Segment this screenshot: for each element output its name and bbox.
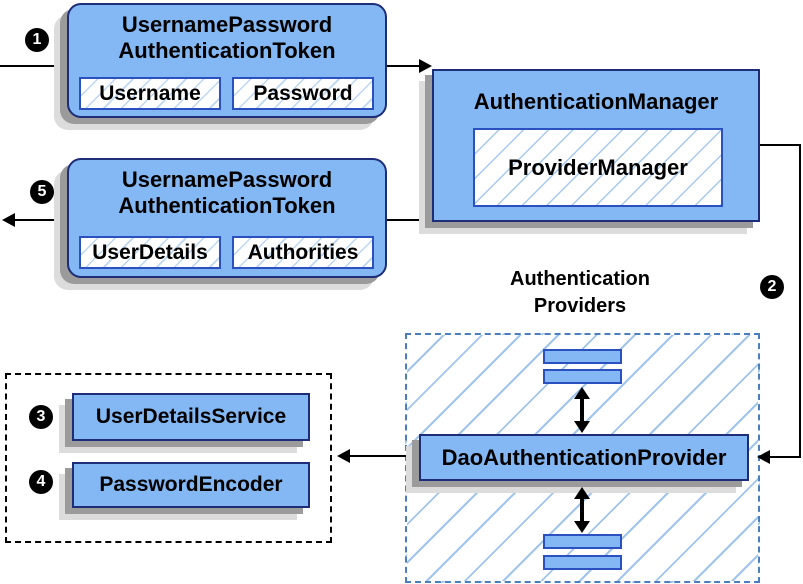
username-password-token-request-box: UsernamePassword AuthenticationToken Use… bbox=[67, 3, 387, 118]
provider-slot-bar bbox=[543, 534, 622, 549]
arrow-shaft bbox=[580, 497, 584, 523]
token-title-line2: AuthenticationToken bbox=[118, 38, 336, 63]
password-field-box: Password bbox=[232, 77, 374, 110]
providers-label-line1: Authentication bbox=[510, 268, 650, 290]
token-title-line2: AuthenticationToken bbox=[118, 193, 336, 218]
arrow-left-icon bbox=[757, 450, 770, 464]
password-encoder-box: PasswordEncoder bbox=[72, 462, 310, 508]
user-details-field-box: UserDetails bbox=[79, 236, 221, 269]
step-4-badge: 4 bbox=[29, 470, 53, 494]
arrow-shaft bbox=[580, 397, 584, 423]
token-title: UsernamePassword AuthenticationToken bbox=[69, 160, 385, 219]
authentication-manager-box: AuthenticationManager ProviderManager bbox=[432, 69, 760, 222]
arrow-right-icon bbox=[419, 59, 432, 73]
token-fields: Username Password bbox=[79, 77, 374, 110]
authorities-field-box: Authorities bbox=[232, 236, 374, 269]
provider-slot-bar bbox=[543, 555, 622, 570]
provider-to-services-line bbox=[348, 455, 419, 457]
arrow-up-icon bbox=[574, 387, 590, 399]
provider-slot-bar bbox=[543, 369, 622, 384]
manager-to-provider-line-vertical bbox=[799, 144, 801, 458]
dao-authentication-provider-box: DaoAuthenticationProvider bbox=[419, 434, 749, 481]
up-down-arrow-icon bbox=[574, 487, 590, 533]
services-group-box bbox=[5, 373, 332, 543]
token-fields: UserDetails Authorities bbox=[79, 236, 374, 269]
providers-label-line2: Providers bbox=[533, 295, 627, 317]
arrow-up-icon bbox=[574, 487, 590, 499]
step-1-badge: 1 bbox=[25, 28, 49, 52]
manager-to-provider-line-bottom bbox=[768, 456, 801, 458]
arrow-left-icon bbox=[337, 449, 350, 463]
up-down-arrow-icon bbox=[574, 387, 590, 433]
token-title-line1: UsernamePassword bbox=[121, 167, 333, 192]
username-field-box: Username bbox=[79, 77, 221, 110]
authentication-manager-title: AuthenticationManager bbox=[473, 89, 719, 114]
arrow-left-icon bbox=[2, 213, 15, 227]
token-title: UsernamePassword AuthenticationToken bbox=[69, 5, 385, 64]
step-5-badge: 5 bbox=[30, 180, 54, 204]
manager-to-provider-line-top bbox=[758, 144, 801, 146]
username-password-token-response-box: UsernamePassword AuthenticationToken Use… bbox=[67, 158, 387, 278]
token-title-line1: UsernamePassword bbox=[121, 12, 333, 37]
step-2-badge: 2 bbox=[760, 275, 784, 299]
provider-slot-bar bbox=[543, 349, 622, 364]
step-3-badge: 3 bbox=[29, 405, 53, 429]
arrow-down-icon bbox=[574, 421, 590, 433]
authentication-providers-label: Authentication Providers bbox=[430, 266, 730, 320]
user-details-service-box: UserDetailsService bbox=[72, 393, 310, 441]
arrow-down-icon bbox=[574, 521, 590, 533]
provider-manager-box: ProviderManager bbox=[473, 128, 723, 207]
